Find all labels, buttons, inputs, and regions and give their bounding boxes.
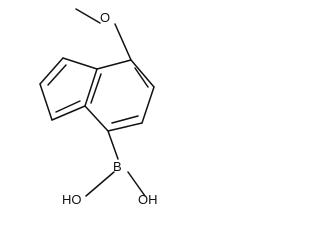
double-bond-right-upper [134, 67, 149, 88]
bond-right-ring-2 [141, 86, 155, 124]
boron-atom-label: B [113, 159, 122, 174]
double-bond-left-upper [47, 64, 67, 86]
bond-boron-right-oxygen [127, 171, 146, 197]
bond-left-ring-2 [39, 57, 64, 85]
molecule-canvas: O B HO OH [0, 0, 160, 212]
bond-right-ring-1 [130, 59, 155, 88]
double-bond-left-lower [55, 100, 81, 113]
bond-right-ring-4 [84, 105, 109, 132]
double-bond-shared [90, 73, 102, 104]
structure-diagram: O B HO OH [39, 8, 158, 207]
bond-left-ring-1 [62, 57, 98, 70]
bond-ring-boron [107, 130, 119, 160]
bond-oxygen-ring [114, 23, 132, 61]
bond-shared [84, 68, 98, 107]
bond-right-ring-3 [107, 122, 143, 132]
left-hydroxyl-label: HO [62, 192, 82, 207]
bond-boron-left-oxygen [85, 171, 115, 197]
right-hydroxyl-label: OH [138, 192, 158, 207]
bond-left-ring-4 [51, 105, 86, 121]
oxygen-atom-label: O [100, 10, 110, 25]
bond-right-ring-5 [96, 59, 132, 70]
bond-methyl-oxygen [75, 8, 101, 24]
bond-left-ring-3 [39, 83, 53, 121]
double-bond-right-lower [111, 115, 139, 124]
